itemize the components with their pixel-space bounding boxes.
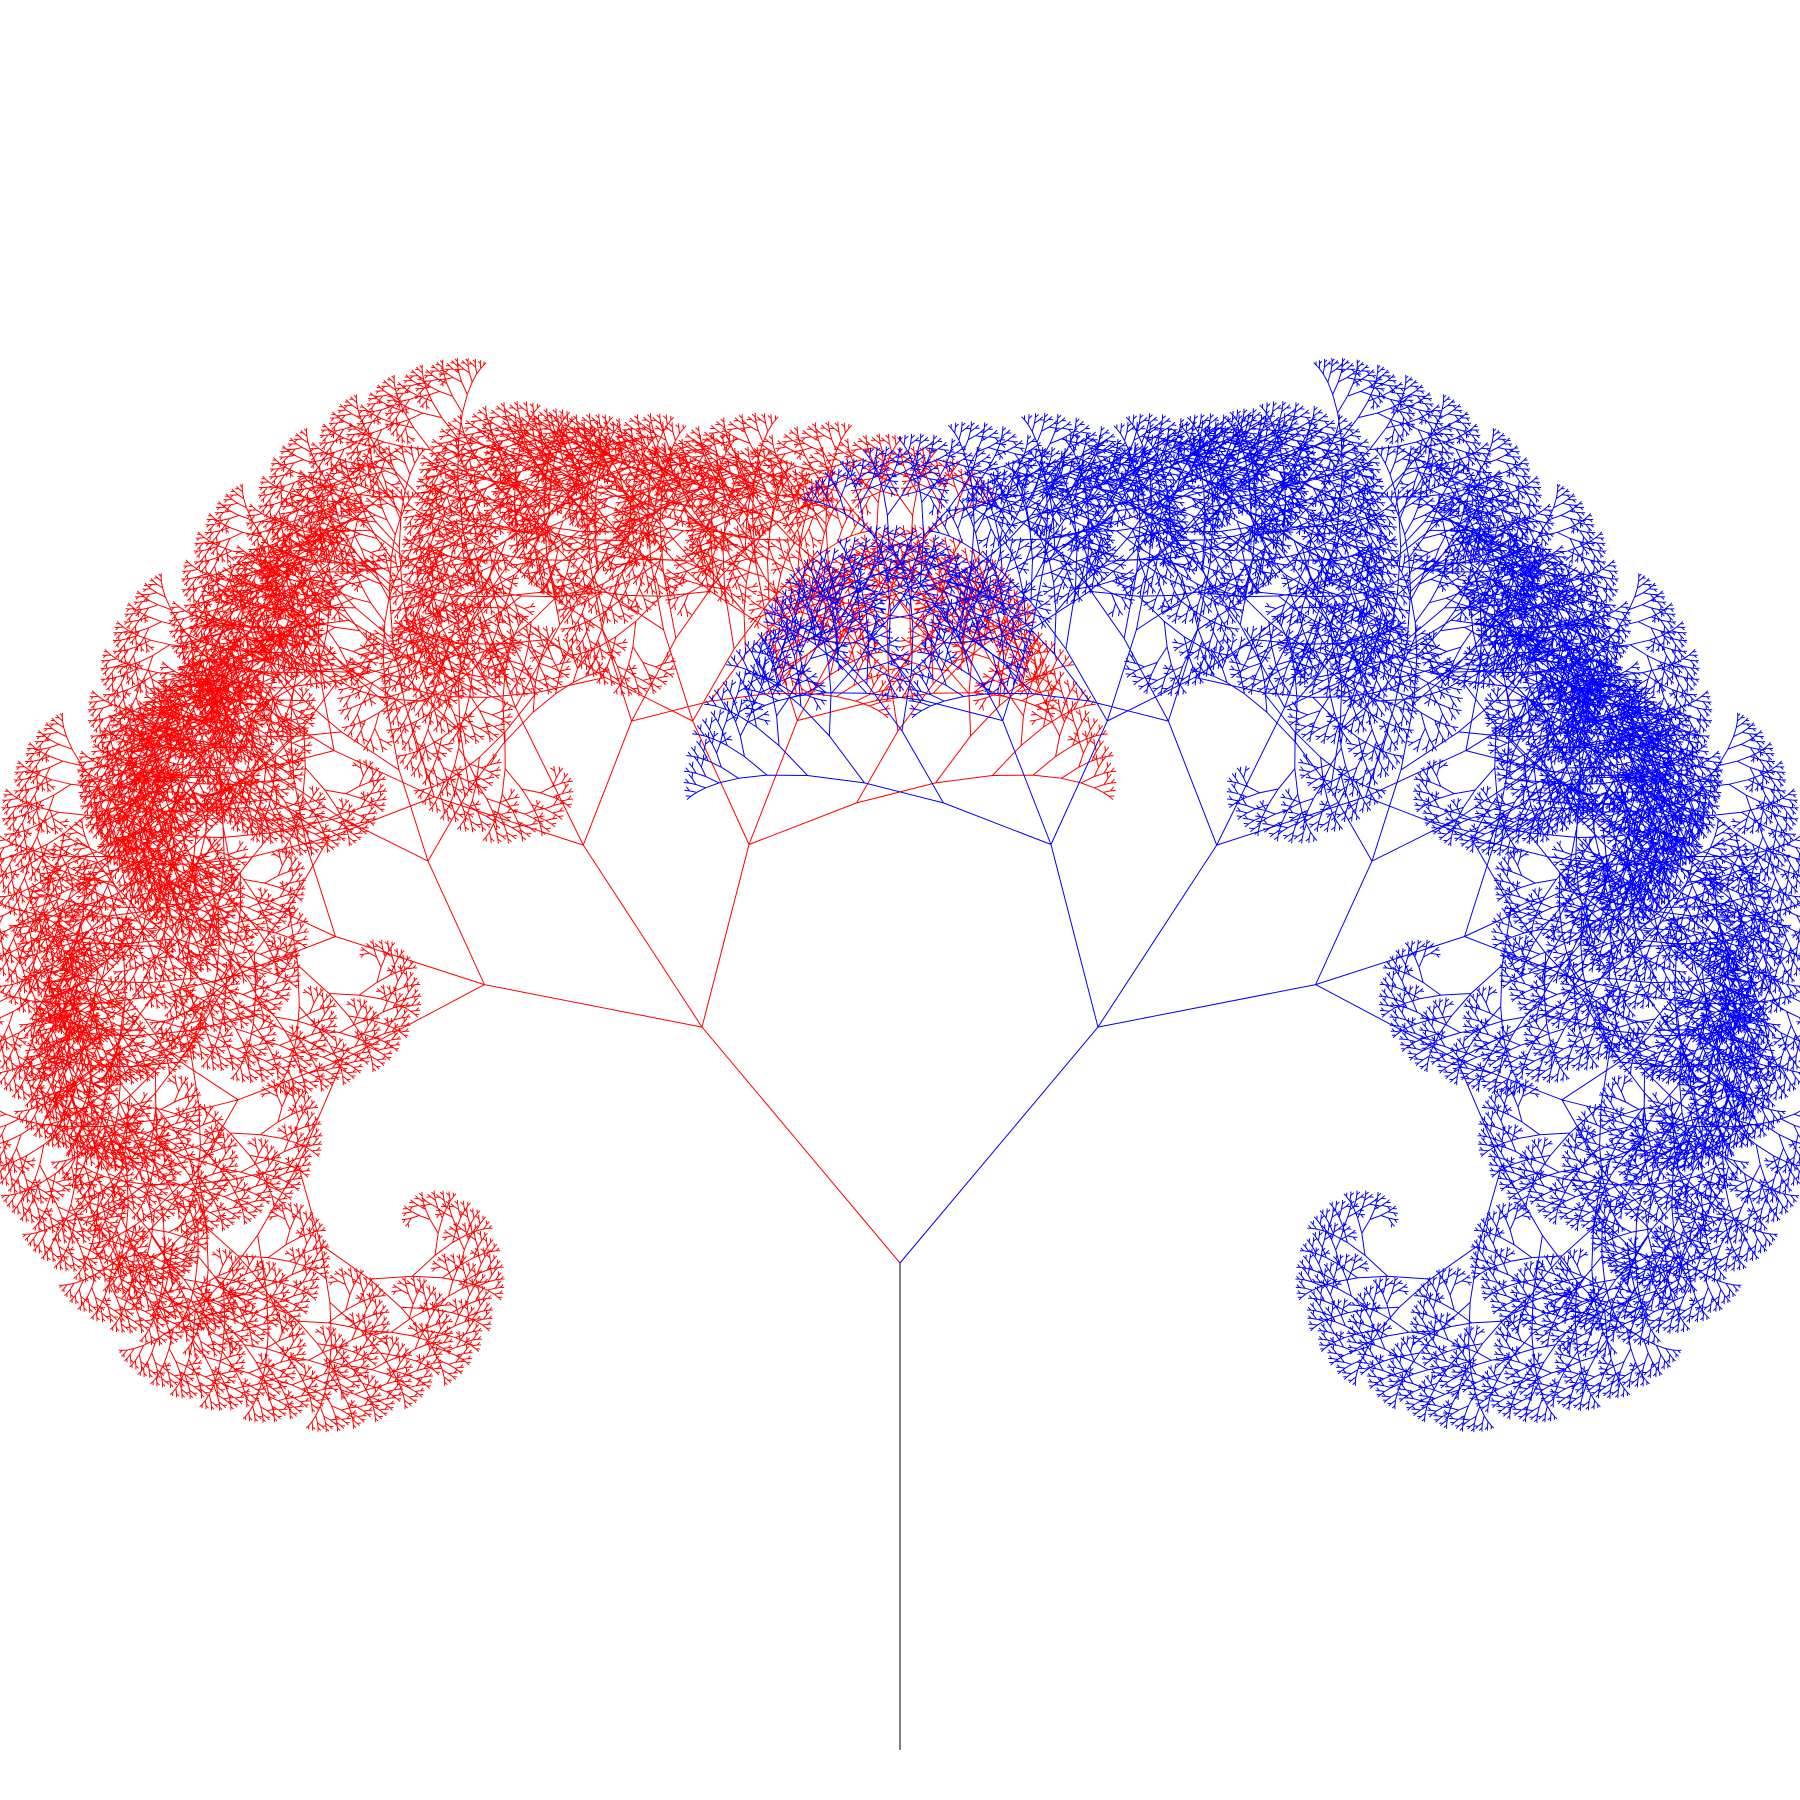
right-branch-segment-group <box>1216 444 1642 857</box>
right-branch-segment-group <box>1365 534 1728 1033</box>
right-branch-subtree <box>683 357 1800 1433</box>
right-branch-segment-group <box>1083 357 1567 846</box>
left-branch-subtree <box>0 357 1117 1433</box>
left-branch-segment-group <box>58 984 901 1433</box>
left-branch-segment-group <box>0 857 485 1272</box>
right-branch-segment-group <box>899 984 1742 1433</box>
right-branch-segment-group <box>1315 857 1800 1272</box>
left-branch-segment-group <box>72 534 435 1033</box>
left-branch-segment-group <box>233 357 717 846</box>
right-branch-segment-group <box>683 412 1246 845</box>
left-branch-segment-group <box>158 444 584 857</box>
